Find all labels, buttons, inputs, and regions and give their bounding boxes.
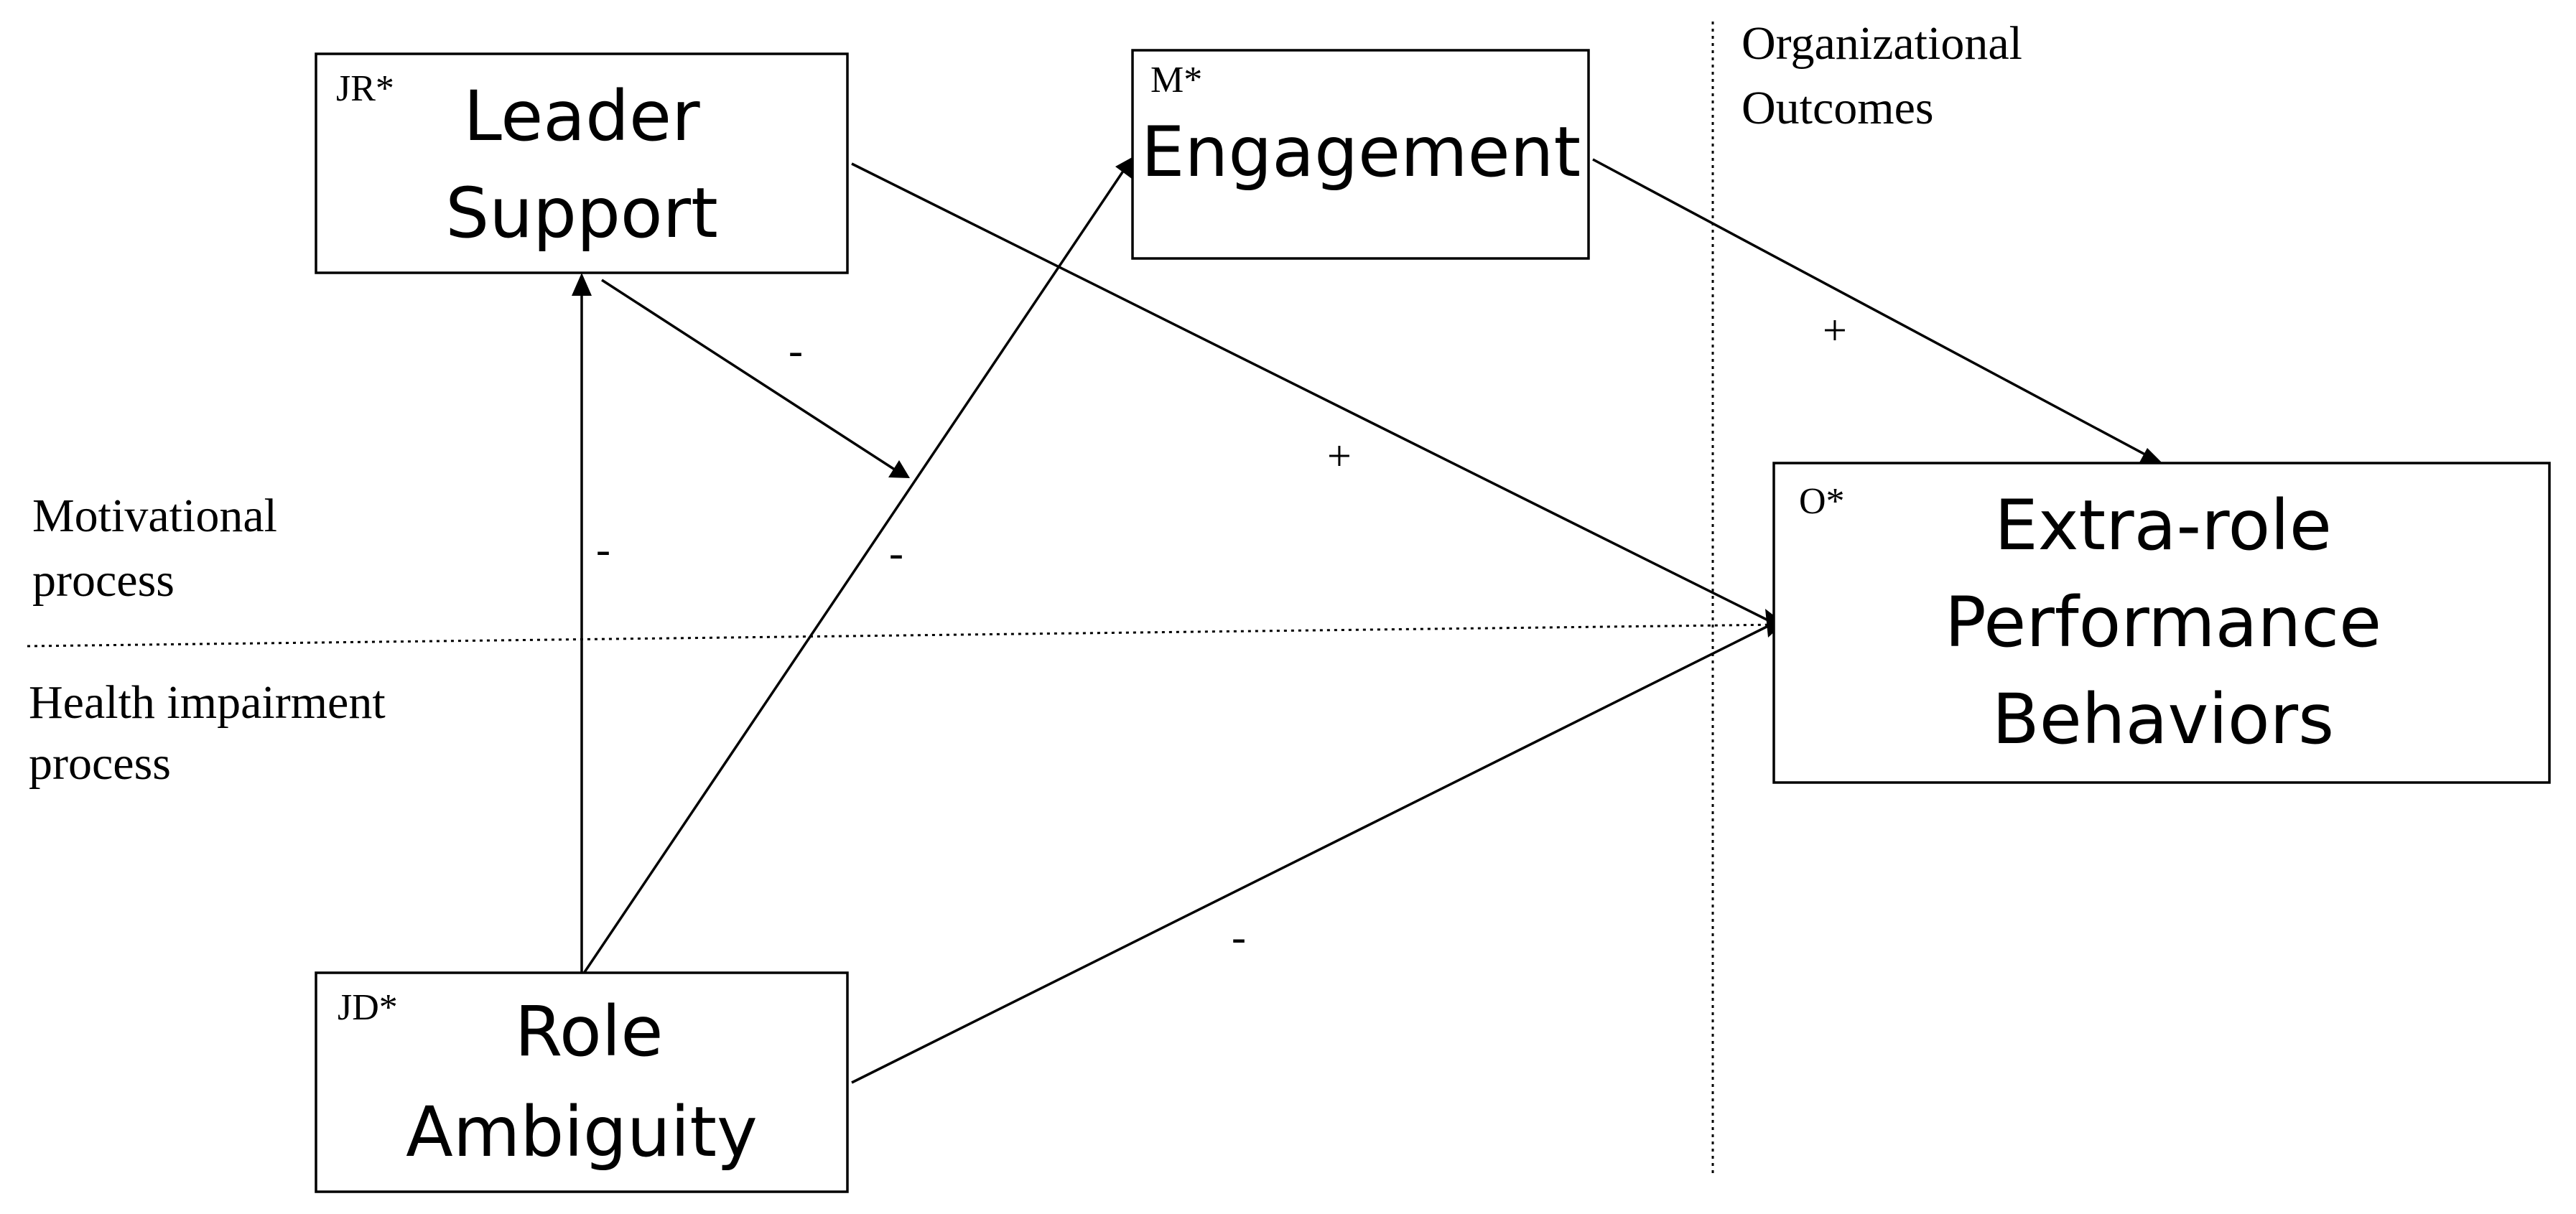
extra-role-tag: O* [1799, 481, 1845, 522]
process-divider [27, 623, 1782, 648]
health-impairment-label-2: process [29, 737, 171, 790]
arrowhead-engagement [1115, 155, 1136, 179]
health-impairment-label-1: Health impairment [29, 676, 386, 729]
arrowhead-extra-role-top [2139, 448, 2163, 464]
arrow-leader-support-to-extra-role [851, 162, 1775, 625]
arrow-leader-support-to-interaction [601, 279, 902, 475]
sign-leader-to-outcome: + [1327, 432, 1352, 480]
role-ambiguity-line-2: Ambiguity [406, 1092, 758, 1172]
arrow-engagement-to-extra-role [1592, 158, 2155, 461]
engagement-tag: M* [1150, 60, 1202, 101]
sign-role-to-engagement: - [889, 529, 903, 576]
arrow-role-ambiguity-to-extra-role [851, 622, 1775, 1084]
arrow-role-ambiguity-to-engagement [580, 159, 1133, 977]
motivational-process-label-2: process [32, 554, 175, 607]
extra-role-line-1: Extra-role [1994, 485, 2332, 566]
extra-role-line-3: Behaviors [1992, 679, 2334, 760]
role-ambiguity-tag: JD* [338, 987, 398, 1028]
organizational-outcomes-label-2: Outcomes [1742, 82, 1934, 134]
organizational-outcomes-label-1: Organizational [1742, 17, 2022, 70]
sign-engagement-to-outcome: + [1823, 307, 1847, 354]
extra-role-line-2: Performance [1945, 582, 2381, 663]
extra-role-performance-box: O* Extra-role Performance Behaviors [1772, 462, 2551, 784]
leader-support-line-1: Leader [463, 76, 700, 157]
arrowhead-interaction [888, 460, 910, 478]
leader-support-tag: JR* [336, 68, 394, 109]
sign-leader-to-moderation: - [789, 327, 803, 374]
leader-support-box: JR* Leader Support [315, 52, 849, 274]
motivational-process-label-1: Motivational [32, 490, 277, 542]
engagement-box: M* Engagement [1131, 49, 1590, 260]
role-ambiguity-box: JD* Role Ambiguity [315, 971, 849, 1193]
engagement-line-1: Engagement [1141, 112, 1581, 192]
sign-role-to-leader: - [596, 526, 610, 573]
leader-support-line-2: Support [445, 173, 718, 253]
arrowhead-leader-support [572, 273, 592, 296]
role-ambiguity-line-1: Role [515, 991, 664, 1072]
sign-role-to-outcome: - [1232, 913, 1246, 961]
